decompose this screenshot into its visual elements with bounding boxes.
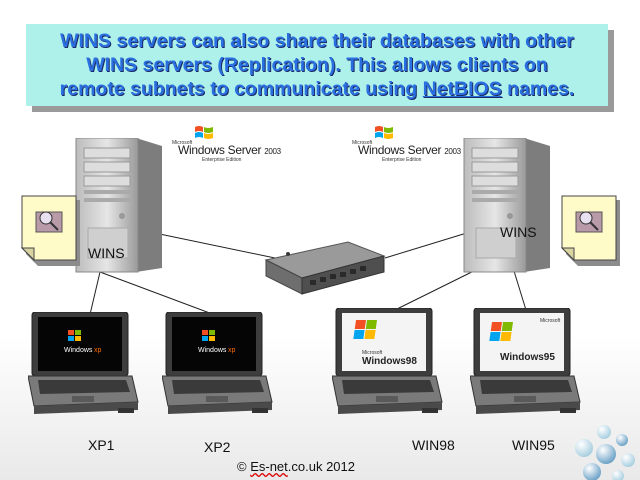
- copyright-footer: © Es-net.co.uk 2012: [237, 459, 355, 474]
- logo-microsoft: Microsoft: [352, 140, 373, 146]
- windows-flag-icon: [68, 330, 81, 341]
- screen-ms: Microsoft: [540, 318, 561, 324]
- title-banner: WINS servers can also share their databa…: [26, 24, 608, 106]
- screen-brand: Windows98: [362, 356, 417, 367]
- netbios-link[interactable]: NetBIOS: [422, 78, 502, 100]
- client-label-win95: WIN95: [512, 437, 555, 453]
- document-magnifier-icon: [560, 195, 620, 266]
- client-label-xp1: XP1: [88, 437, 115, 453]
- link-server1-xp2: [99, 271, 216, 316]
- screen-suffix: xp: [94, 347, 102, 354]
- banner-line-1: WINS servers can also share their databa…: [60, 30, 574, 52]
- windows-server-logo-2: Microsoft Windows Server 2003 Enterprise…: [352, 124, 462, 166]
- laptop-win95: Microsoft Windows95: [470, 308, 581, 414]
- logo-product: Windows Server 2003: [358, 143, 461, 157]
- client-label-xp2: XP2: [204, 439, 231, 455]
- network-hub-icon: [264, 241, 386, 295]
- logo-edition: Enterprise Edition: [382, 157, 422, 163]
- screen-brand: Windows95: [500, 352, 555, 363]
- banner-line-3: remote subnets to communicate using NetB…: [59, 78, 575, 100]
- windows-flag-icon: [202, 330, 215, 341]
- windows-flag-icon: [353, 320, 377, 339]
- logo-edition: Enterprise Edition: [202, 157, 242, 163]
- windows-flag-icon: [195, 126, 213, 139]
- laptop-xp2: Windows xp: [162, 312, 273, 414]
- screen-ms: Microsoft: [362, 350, 383, 356]
- server-label-1: WINS: [88, 245, 125, 261]
- laptop-xp1: Windows xp: [28, 312, 139, 414]
- link-hub-server2: [384, 231, 471, 259]
- windows-server-logo-1: Microsoft Windows Server 2003 Enterprise…: [172, 124, 282, 166]
- windows-flag-icon: [489, 322, 513, 341]
- link-server1-hub: [149, 231, 276, 259]
- banner-line-2: WINS servers (Replication). This allows …: [86, 54, 548, 76]
- server-tower-2: [463, 138, 550, 273]
- screen-suffix: xp: [228, 347, 236, 354]
- decorative-bubbles: [575, 425, 635, 480]
- windows-flag-icon: [375, 126, 393, 139]
- client-label-win98: WIN98: [412, 437, 455, 453]
- document-magnifier-icon: [20, 195, 80, 266]
- screen-brand: Windows: [198, 347, 227, 354]
- laptop-win98: Microsoft Windows98: [332, 308, 443, 414]
- server-label-2: WINS: [500, 224, 537, 240]
- screen-brand: Windows: [64, 347, 93, 354]
- logo-microsoft: Microsoft: [172, 140, 193, 146]
- logo-product: Windows Server 2003: [178, 143, 281, 157]
- server-tower-1: [75, 138, 162, 273]
